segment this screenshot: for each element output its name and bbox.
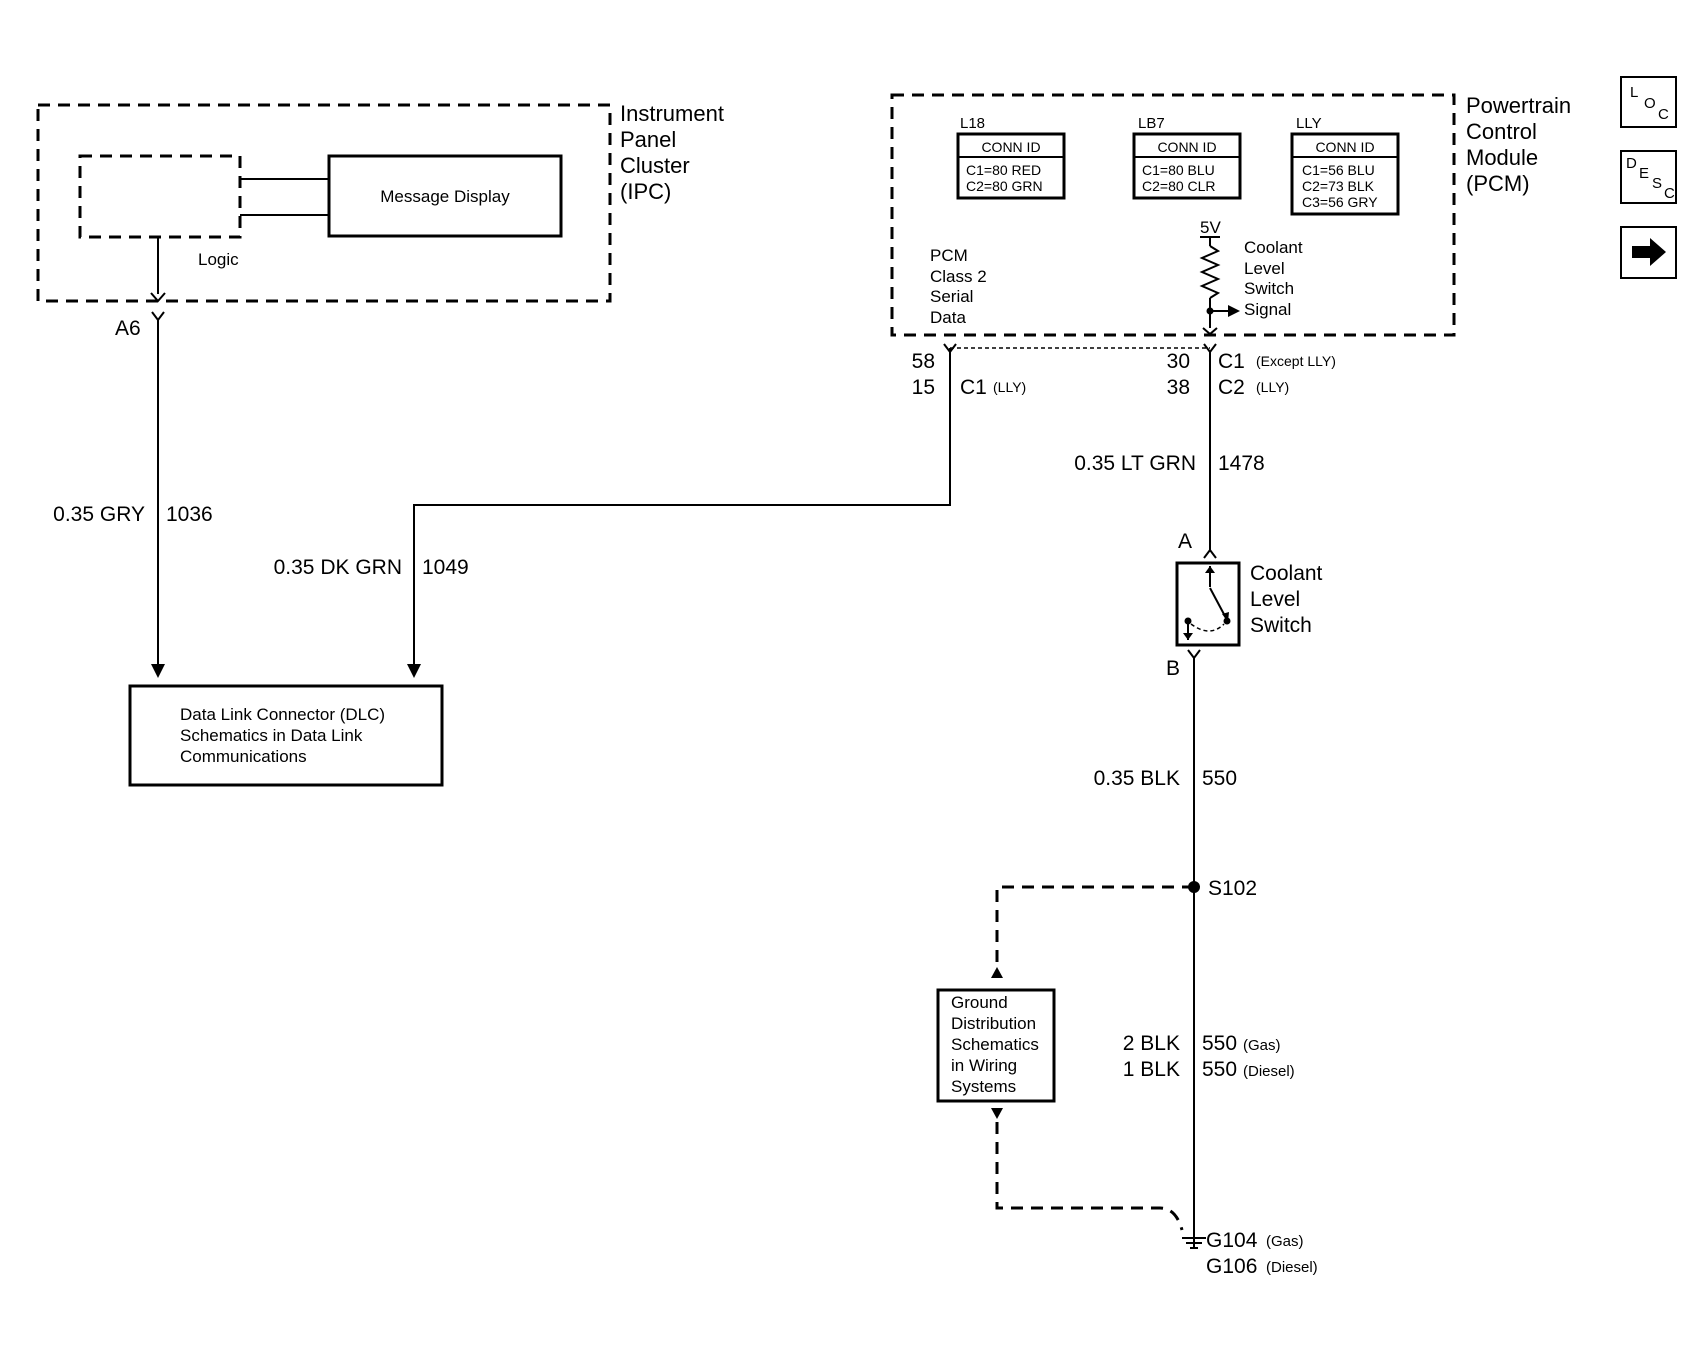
splice-s102-label: S102 <box>1208 877 1257 900</box>
ipc-logic-block <box>78 154 242 239</box>
voltage-5v-label: 5V <box>1200 218 1221 237</box>
coolant-switch-box <box>1175 561 1241 647</box>
switch-pin-b-connector <box>1187 649 1201 660</box>
location-button[interactable]: L O C <box>1620 76 1677 128</box>
wire-1049-color: 0.35 DK GRN <box>274 556 402 579</box>
wire-550-color: 0.35 BLK <box>1094 767 1180 790</box>
wire-1478-circuit: 1478 <box>1218 452 1265 475</box>
dlc-arrow-1036 <box>151 664 165 678</box>
pin-a6-label: A6 <box>115 317 141 340</box>
pcm-serial-data-label: PCM Class 2 Serial Data <box>930 246 991 327</box>
conn-lb7-header: CONN ID <box>1157 139 1216 155</box>
ground-g104-note: (Gas) <box>1266 1233 1304 1250</box>
wire-550-diesel-color: 1 BLK <box>1123 1058 1180 1081</box>
dlc-label: Data Link Connector (DLC) Schematics in … <box>180 705 390 766</box>
wire-550-gas-circuit: 550 <box>1202 1032 1237 1055</box>
svg-text:L: L <box>1630 84 1638 101</box>
pullup-resistor <box>1199 245 1221 299</box>
switch-contact-arm <box>1209 587 1227 619</box>
ground-g104: G104 <box>1206 1229 1258 1252</box>
signal-end-arrow <box>1202 327 1218 336</box>
ipc-boundary <box>36 103 612 303</box>
wire-550-diesel-circuit: 550 <box>1202 1058 1237 1081</box>
wire-1478-color: 0.35 LT GRN <box>1074 452 1196 475</box>
conn-lly-engine: LLY <box>1296 115 1322 132</box>
pin-a6-connector <box>151 311 165 322</box>
conn-l18-header: CONN ID <box>981 139 1040 155</box>
switch-pin-a: A <box>1178 530 1192 553</box>
conn-lb7-line1: C1=80 BLU <box>1142 162 1215 178</box>
signal-arrow <box>1228 305 1240 317</box>
conn-l18-engine: L18 <box>960 115 985 132</box>
serial-pin-connector <box>943 343 957 354</box>
conn-lly-line3: C3=56 GRY <box>1302 194 1378 210</box>
message-display-box <box>327 154 563 238</box>
coolant-switch-title: Coolant Level Switch <box>1250 562 1328 637</box>
conn-l18-line2: C2=80 GRN <box>966 178 1043 194</box>
dlc-box <box>128 684 444 787</box>
dlc-arrow-1049 <box>407 664 421 678</box>
conn-l18-box <box>956 132 1066 200</box>
serial-conn-c1: C1 <box>960 376 987 399</box>
coolant-conn-c1: C1 <box>1218 350 1245 373</box>
coolant-pin-30: 30 <box>1167 350 1190 373</box>
conn-lly-header: CONN ID <box>1315 139 1374 155</box>
wire-1036-color: 0.35 GRY <box>53 503 145 526</box>
ground-link-bottom <box>995 1122 1184 1231</box>
svg-text:E: E <box>1639 165 1649 182</box>
svg-text:O: O <box>1644 95 1656 112</box>
serial-pin-58: 58 <box>912 350 935 373</box>
conn-id-lb7: LB7 CONN ID C1=80 BLU C2=80 CLR <box>1132 115 1242 200</box>
svg-text:D: D <box>1626 155 1637 172</box>
conn-lb7-engine: LB7 <box>1138 115 1165 132</box>
wire-550-gas-color: 2 BLK <box>1123 1032 1180 1055</box>
switch-actuator <box>1190 623 1225 632</box>
svg-text:C: C <box>1664 185 1675 202</box>
ground-g106: G106 <box>1206 1255 1257 1278</box>
wire-1049 <box>413 348 951 664</box>
wire-1036-circuit: 1036 <box>166 503 213 526</box>
wire-550-diesel-note: (Diesel) <box>1243 1063 1295 1080</box>
next-button[interactable] <box>1620 226 1677 279</box>
switch-pin-a-connector <box>1203 548 1217 559</box>
conn-lly-box <box>1290 132 1400 216</box>
pcm-title: Powertrain Control Module (PCM) <box>1466 93 1577 196</box>
coolant-pin-38: 38 <box>1167 376 1190 399</box>
conn-l18-line1: C1=80 RED <box>966 162 1041 178</box>
serial-pin-15: 15 <box>912 376 935 399</box>
svg-text:S: S <box>1652 175 1662 192</box>
description-button[interactable]: D E S C <box>1620 150 1677 204</box>
wire-1049-circuit: 1049 <box>422 556 469 579</box>
conn-id-lly: LLY CONN ID C1=56 BLU C2=73 BLK C3=56 GR… <box>1290 115 1400 216</box>
wire-550-gas-note: (Gas) <box>1243 1037 1281 1054</box>
serial-conn-note: (LLY) <box>993 379 1026 395</box>
coolant-conn-c2-note: (LLY) <box>1256 379 1289 395</box>
coolant-signal-label: Coolant Level Switch Signal <box>1244 238 1307 319</box>
ground-distribution-box <box>936 988 1056 1103</box>
conn-lb7-box <box>1132 132 1242 200</box>
message-display-label: Message Display <box>380 187 510 206</box>
pcm-boundary <box>890 93 1456 337</box>
ground-symbol <box>1182 1237 1206 1249</box>
ipc-arrowhead <box>150 292 166 303</box>
ground-link-top <box>995 885 1194 970</box>
conn-lly-line2: C2=73 BLK <box>1302 178 1375 194</box>
ground-distribution-label: Ground Distribution Schematics in Wiring… <box>951 993 1044 1096</box>
wire-550-circuit: 550 <box>1202 767 1237 790</box>
coolant-conn-c1-note: (Except LLY) <box>1256 353 1336 369</box>
coolant-conn-c2: C2 <box>1218 376 1245 399</box>
arrow-right-icon <box>1632 238 1666 266</box>
ipc-title: Instrument Panel Cluster (IPC) <box>620 101 730 204</box>
ipc-logic-label: Logic <box>198 250 239 269</box>
switch-pin-b: B <box>1166 657 1180 680</box>
conn-id-l18: L18 CONN ID C1=80 RED C2=80 GRN <box>956 115 1066 200</box>
ground-g106-note: (Diesel) <box>1266 1259 1318 1276</box>
conn-lly-line1: C1=56 BLU <box>1302 162 1375 178</box>
conn-lb7-line2: C2=80 CLR <box>1142 178 1216 194</box>
svg-text:C: C <box>1658 106 1669 123</box>
